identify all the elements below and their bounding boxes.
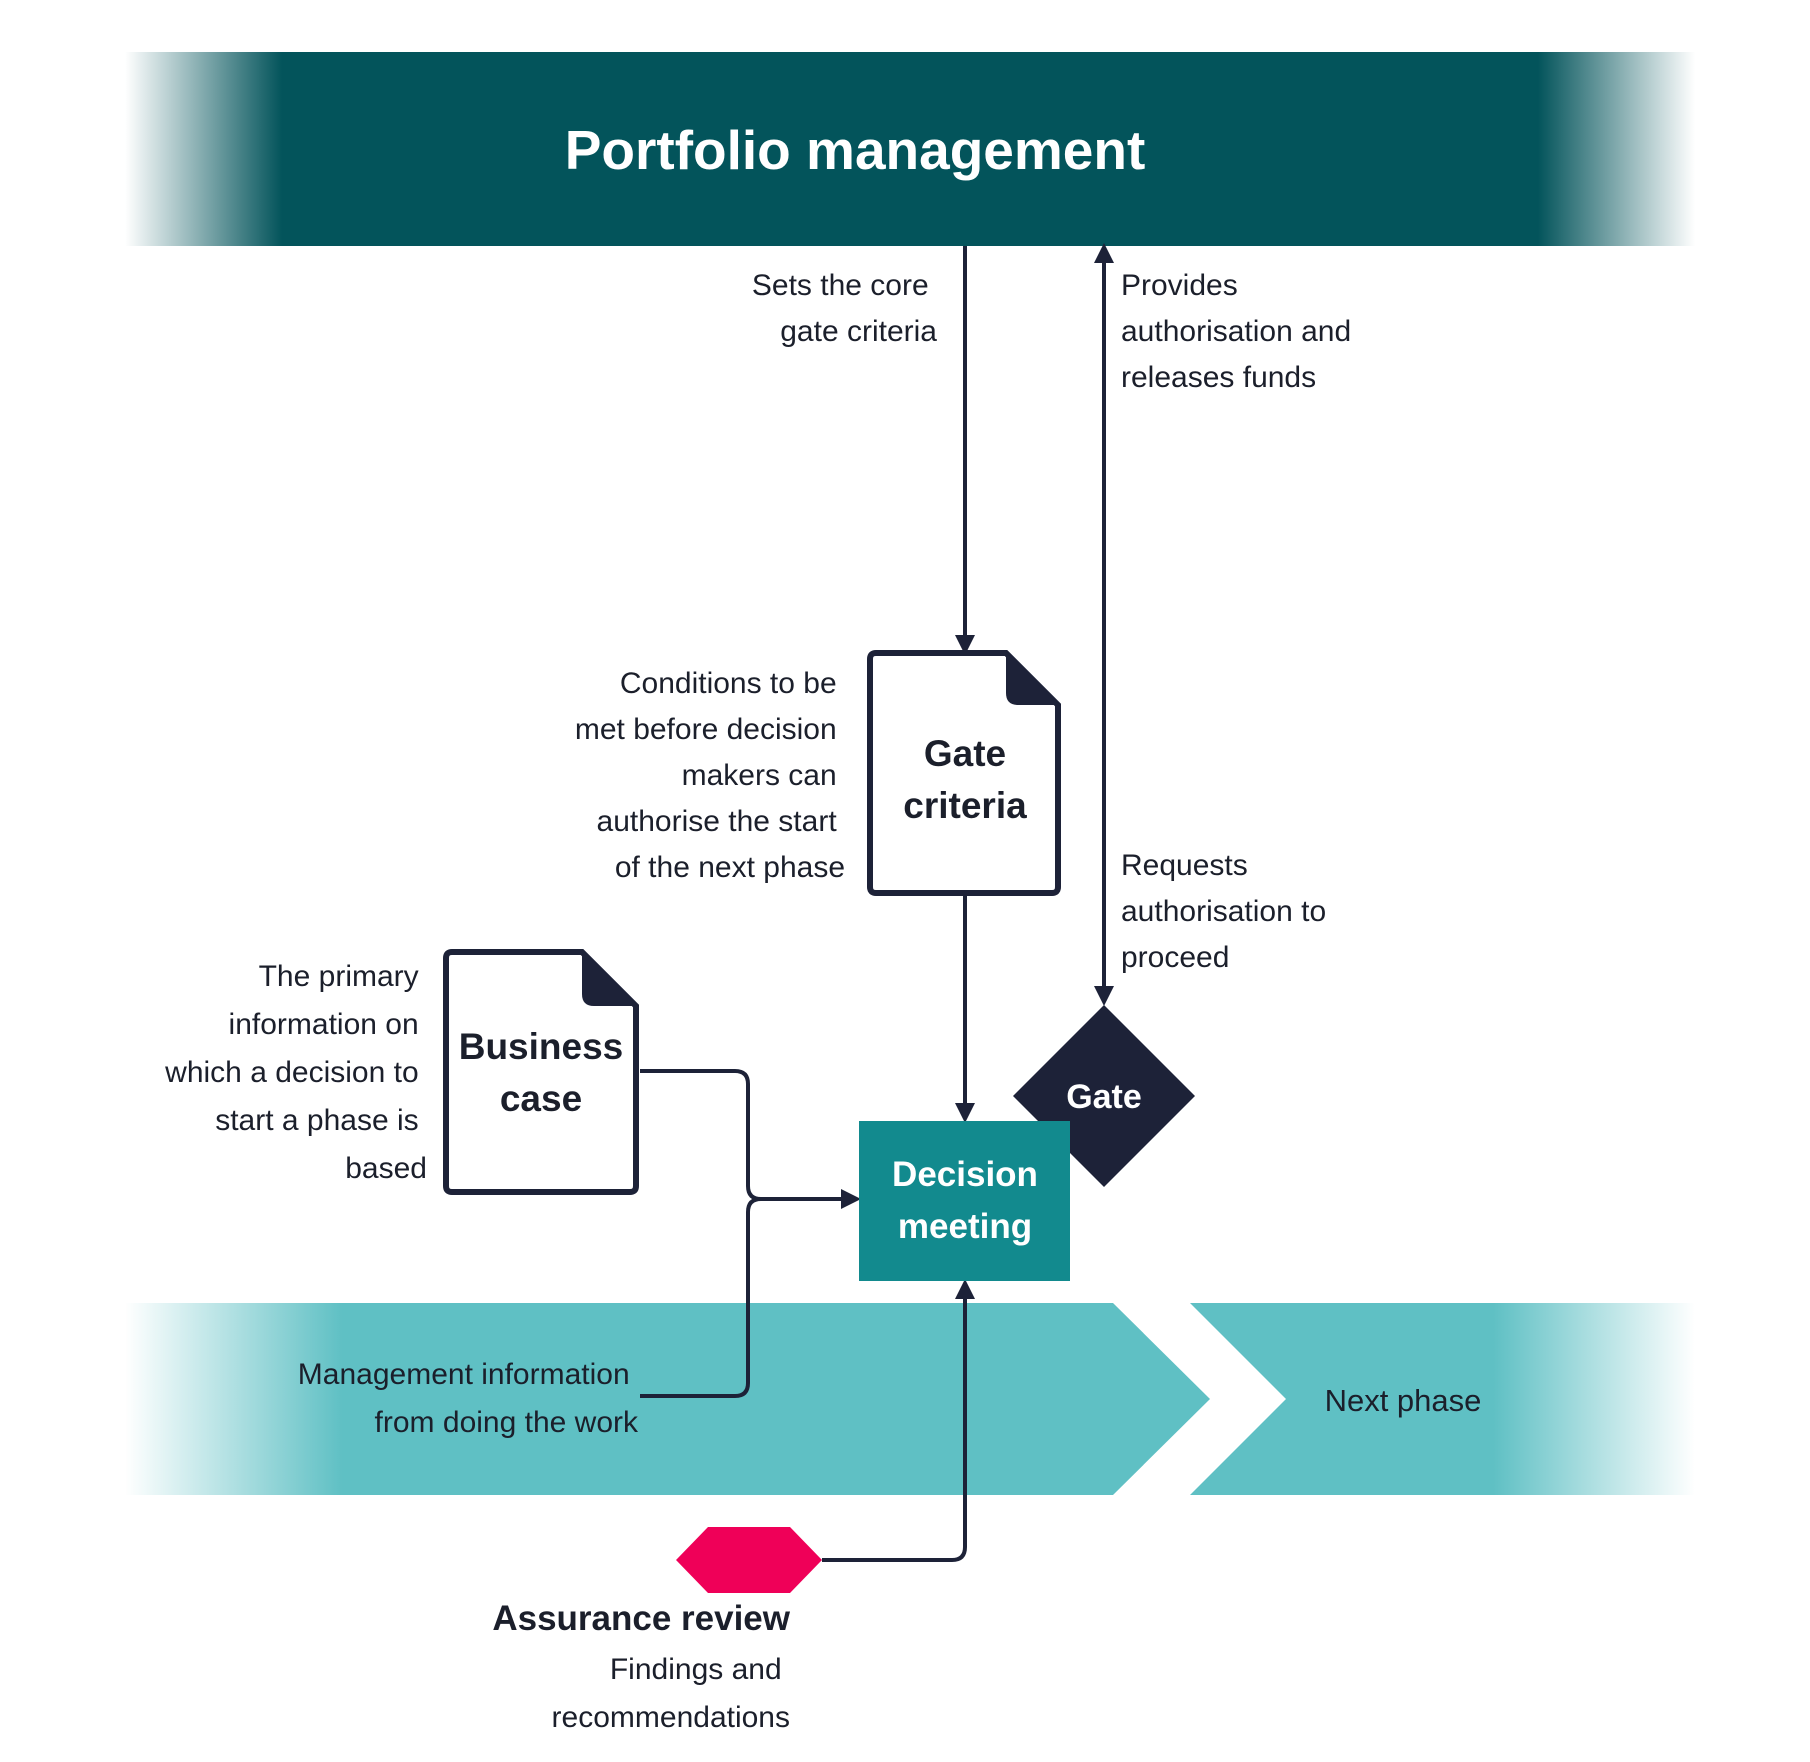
assurance-hexagon — [676, 1527, 822, 1593]
next-phase-band — [1190, 1303, 1695, 1495]
current-phase-band — [125, 1303, 1210, 1495]
label-line: start a phase is — [215, 1104, 418, 1137]
gate-label: Gate — [1066, 1078, 1142, 1116]
gate-criteria-label-line2: criteria — [903, 785, 1027, 826]
decision-meeting-label-line1: Decision — [892, 1155, 1038, 1194]
label-line: Provides — [1121, 269, 1238, 302]
label-line: authorise the start — [597, 805, 838, 838]
label-line: The primary — [259, 960, 419, 993]
decision-meeting-box: Decision meeting — [859, 1121, 1070, 1281]
label-line: Conditions to be — [620, 667, 837, 700]
arrow-assurance-to-meeting — [822, 1279, 975, 1562]
gate-criteria-label-line1: Gate — [924, 733, 1006, 774]
gate-criteria-document: Gate criteria — [867, 650, 1061, 896]
label-line: releases funds — [1121, 361, 1316, 394]
arrow-management-info-to-meeting — [640, 1197, 762, 1398]
label-line: from doing the work — [375, 1406, 639, 1439]
label-findings: Findings and recommendations — [552, 1653, 790, 1734]
label-conditions: Conditions to be met before decision mak… — [575, 667, 845, 884]
portfolio-title: Portfolio management — [565, 119, 1146, 181]
label-line: gate criteria — [780, 315, 937, 348]
label-line: which a decision to — [164, 1056, 418, 1089]
label-line: makers can — [682, 759, 837, 792]
decision-meeting-label-line2: meeting — [898, 1207, 1032, 1246]
label-provides-authorisation: Provides authorisation and releases fund… — [1121, 269, 1360, 394]
label-line: based — [345, 1152, 427, 1185]
business-case-label-line1: Business — [459, 1026, 624, 1067]
business-case-document: Business case — [443, 949, 639, 1195]
label-line: Findings and — [610, 1653, 782, 1686]
label-line: information on — [229, 1008, 419, 1041]
label-line: Management information — [298, 1358, 630, 1391]
label-primary-information: The primary information on which a decis… — [164, 960, 427, 1185]
label-line: authorisation to — [1121, 895, 1326, 928]
next-phase-label: Next phase — [1325, 1383, 1482, 1418]
label-line: Sets the core — [752, 269, 929, 302]
assurance-review: Assurance review — [492, 1527, 822, 1638]
label-line: met before decision — [575, 713, 837, 746]
arrow-business-case-to-meeting — [640, 1069, 861, 1209]
label-management-information: Management information from doing the wo… — [298, 1358, 639, 1439]
label-line: recommendations — [552, 1701, 790, 1734]
label-line: of the next phase — [615, 851, 845, 884]
label-sets-core-criteria: Sets the core gate criteria — [752, 269, 937, 348]
business-case-label-line2: case — [500, 1078, 582, 1119]
label-line: Requests — [1121, 849, 1248, 882]
label-line: authorisation and — [1121, 315, 1351, 348]
label-requests-authorisation: Requests authorisation to proceed — [1121, 849, 1334, 974]
assurance-review-title: Assurance review — [492, 1599, 790, 1638]
label-line: proceed — [1121, 941, 1229, 974]
portfolio-band — [125, 52, 1695, 246]
